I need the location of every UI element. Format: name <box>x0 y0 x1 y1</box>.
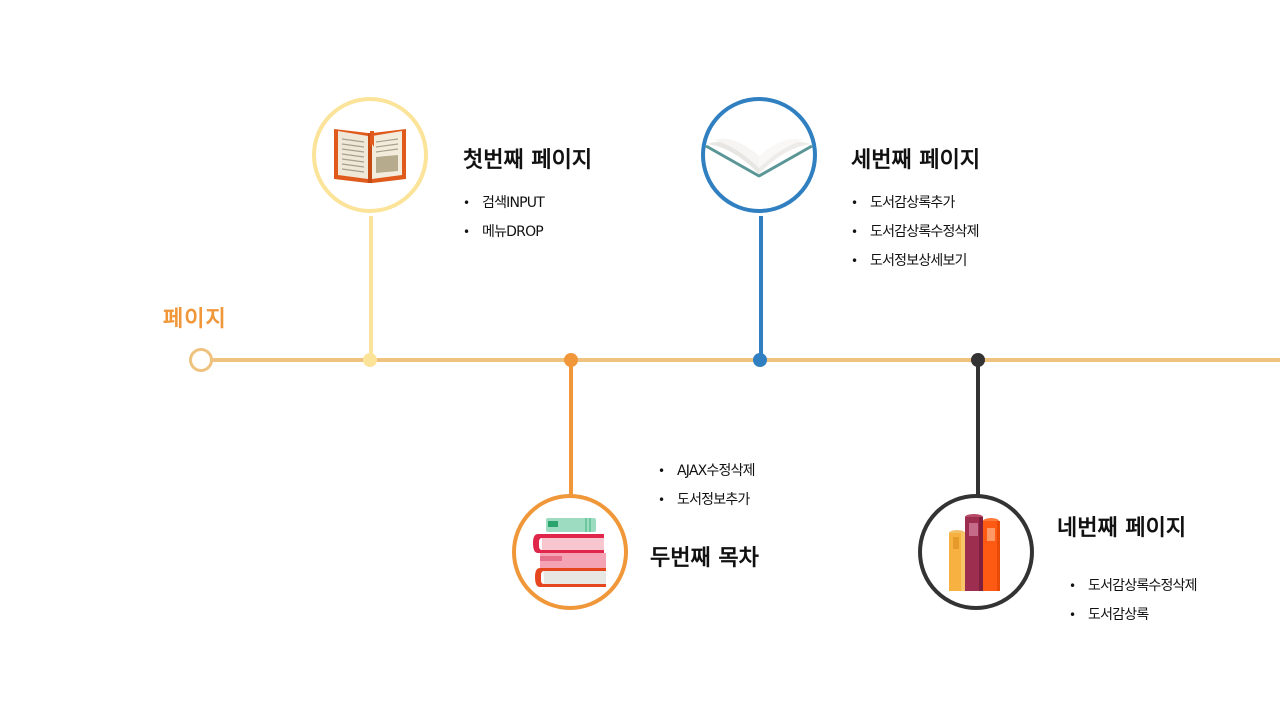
book-stack-icon <box>533 518 606 587</box>
step-3-dot <box>753 353 767 367</box>
list-item: AJAX수정삭제 <box>658 457 756 486</box>
list-item: 도서감상록추가 <box>851 189 979 218</box>
timeline-line <box>200 358 1280 362</box>
standing-books-icon <box>949 514 1000 591</box>
step-2-connector <box>569 362 573 496</box>
timeline-start-node <box>189 348 213 372</box>
list-item: 검색INPUT <box>463 189 545 218</box>
step-1-connector <box>369 216 373 356</box>
step-2-title: 두번째 목차 <box>650 546 759 571</box>
step-4-connector <box>976 362 980 496</box>
step-1-list: 검색INPUT 메뉴DROP <box>463 189 545 247</box>
step-1-circle <box>312 97 428 213</box>
list-item: 도서감상록 <box>1069 601 1197 630</box>
list-item: 메뉴DROP <box>463 218 544 247</box>
timeline-title: 페이지 <box>163 307 227 332</box>
step-4-circle <box>918 494 1034 610</box>
step-1-title: 첫번째 페이지 <box>463 148 593 173</box>
list-item: 도서정보추가 <box>658 486 755 515</box>
step-2-list: AJAX수정삭제 도서정보추가 <box>658 457 756 515</box>
step-4-title: 네번째 페이지 <box>1057 516 1187 541</box>
list-item: 도서감상록수정삭제 <box>851 218 980 247</box>
open-book-icon <box>334 129 406 183</box>
list-item: 도서정보상세보기 <box>851 247 979 276</box>
step-3-list: 도서감상록추가 도서감상록수정삭제 도서정보상세보기 <box>851 189 980 276</box>
step-3-circle <box>701 97 817 213</box>
step-1-dot <box>363 353 377 367</box>
list-item: 도서감상록수정삭제 <box>1069 572 1198 601</box>
open-book-top-icon <box>705 138 813 178</box>
step-4-dot <box>971 353 985 367</box>
step-3-title: 세번째 페이지 <box>851 148 981 173</box>
step-2-circle <box>512 494 628 610</box>
step-4-list: 도서감상록수정삭제 도서감상록 <box>1069 572 1198 630</box>
step-3-connector <box>759 216 763 356</box>
step-2-dot <box>564 353 578 367</box>
